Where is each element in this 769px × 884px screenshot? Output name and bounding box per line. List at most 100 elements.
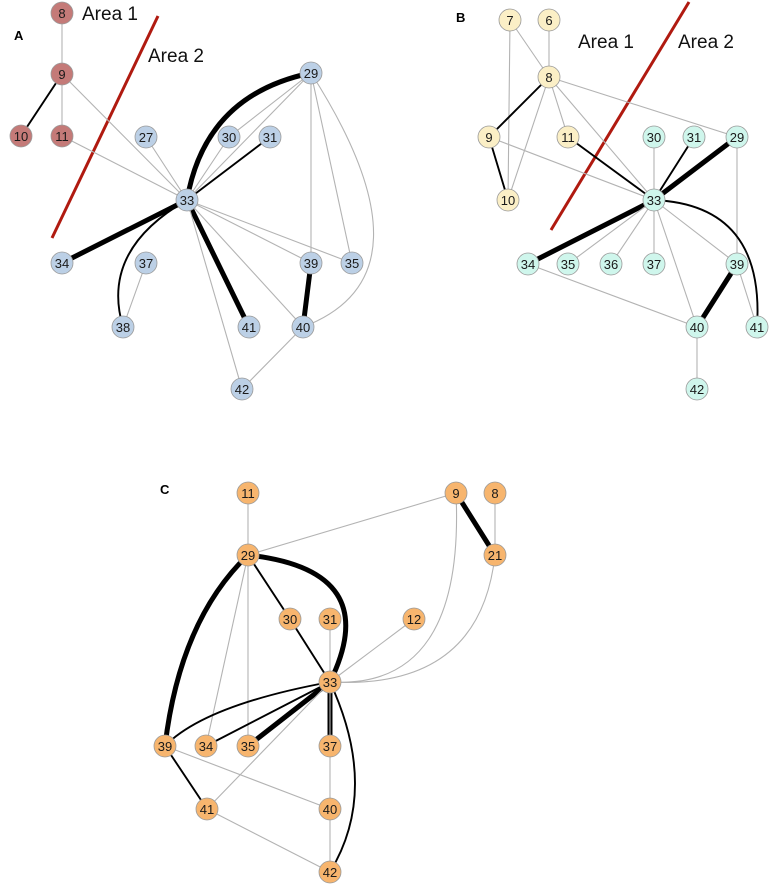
node-34-circle [50, 251, 74, 275]
node-8: 8 [537, 65, 561, 89]
edge-9-10 [20, 73, 63, 137]
node-40: 40 [291, 315, 315, 339]
node-7-circle [498, 8, 522, 32]
edge-12-33 [329, 618, 415, 683]
node-6-circle [537, 8, 561, 32]
node-30: 30 [642, 125, 666, 149]
node-8-label: 8 [58, 6, 65, 21]
edge-29-40 [302, 72, 375, 328]
edge-31-33 [653, 136, 695, 201]
node-39-label: 39 [304, 256, 318, 271]
node-42-circle [230, 377, 254, 401]
node-33-circle [642, 188, 666, 212]
node-11-label: 11 [561, 130, 575, 145]
node-35-circle [340, 251, 364, 275]
node-11-label: 11 [241, 486, 255, 501]
edge-9-21 [453, 490, 498, 558]
node-10: 10 [9, 124, 33, 148]
node-30-label: 30 [222, 130, 236, 145]
node-40-circle [291, 315, 315, 339]
node-31-circle [682, 125, 706, 149]
node-21: 21 [483, 543, 507, 567]
node-29: 29 [725, 125, 749, 149]
panel-a-letter: A [14, 28, 24, 43]
node-37: 37 [318, 734, 342, 758]
edge-33-34 [59, 197, 190, 266]
node-41-circle [237, 315, 261, 339]
node-39-circle [725, 252, 749, 276]
node-10-circle [9, 124, 33, 148]
node-39-circle [299, 251, 323, 275]
node-11: 11 [50, 124, 74, 148]
node-11-circle [50, 124, 74, 148]
node-8-label: 8 [491, 486, 498, 501]
edge-33-39 [164, 681, 331, 747]
panel-a-area-divider [50, 15, 160, 239]
node-41-circle [195, 797, 219, 821]
edge-27-33 [145, 136, 188, 201]
node-11: 11 [236, 481, 260, 505]
node-35-label: 35 [561, 257, 575, 272]
node-33-label: 33 [323, 675, 337, 690]
edge-31-33 [186, 136, 271, 201]
node-29: 29 [299, 61, 323, 85]
node-41-label: 41 [242, 320, 256, 335]
node-42-label: 42 [690, 382, 704, 397]
node-31-circle [258, 125, 282, 149]
node-40-label: 40 [323, 802, 337, 817]
edge-30-33 [289, 618, 331, 683]
node-34-label: 34 [199, 739, 213, 754]
node-29-circle [299, 61, 323, 85]
node-8: 8 [483, 481, 507, 505]
node-9-label: 9 [485, 130, 492, 145]
node-39: 39 [299, 251, 323, 275]
edge-33-40 [186, 199, 304, 328]
node-41-label: 41 [200, 802, 214, 817]
node-41: 41 [745, 315, 769, 339]
node-33-label: 33 [647, 193, 661, 208]
edge-7-10 [507, 19, 511, 201]
node-34: 34 [516, 252, 540, 276]
node-27-label: 27 [139, 130, 153, 145]
edge-9-33 [488, 136, 655, 201]
node-9-circle [50, 62, 74, 86]
node-38: 38 [111, 315, 135, 339]
node-30-circle [278, 607, 302, 631]
node-8-circle [537, 65, 561, 89]
node-37-label: 37 [647, 257, 661, 272]
node-33-label: 33 [180, 193, 194, 208]
node-29-circle [725, 125, 749, 149]
node-37-circle [134, 251, 158, 275]
node-29-label: 29 [730, 130, 744, 145]
node-42: 42 [685, 377, 709, 401]
node-33: 33 [318, 670, 342, 694]
node-11-circle [236, 481, 260, 505]
node-21-circle [483, 543, 507, 567]
node-42-label: 42 [323, 865, 337, 880]
edge-29-33 [186, 72, 312, 201]
node-38-circle [111, 315, 135, 339]
node-30-label: 30 [283, 612, 297, 627]
node-9-circle [477, 125, 501, 149]
node-12-circle [402, 607, 426, 631]
node-29-label: 29 [241, 548, 255, 563]
edge-29-30 [247, 554, 291, 620]
node-8-label: 8 [545, 70, 552, 85]
node-42: 42 [230, 377, 254, 401]
node-9-circle [444, 481, 468, 505]
node-34-circle [516, 252, 540, 276]
node-36-circle [599, 252, 623, 276]
node-34: 34 [50, 251, 74, 275]
node-7-label: 7 [506, 13, 513, 28]
node-41: 41 [195, 797, 219, 821]
node-35-label: 35 [345, 256, 359, 271]
edge-33-41 [206, 681, 331, 810]
node-35-circle [236, 734, 260, 758]
node-31: 31 [258, 125, 282, 149]
node-31: 31 [318, 607, 342, 631]
node-9-label: 9 [452, 486, 459, 501]
node-34: 34 [194, 734, 218, 758]
node-9: 9 [50, 62, 74, 86]
edge-33-38 [117, 199, 188, 328]
